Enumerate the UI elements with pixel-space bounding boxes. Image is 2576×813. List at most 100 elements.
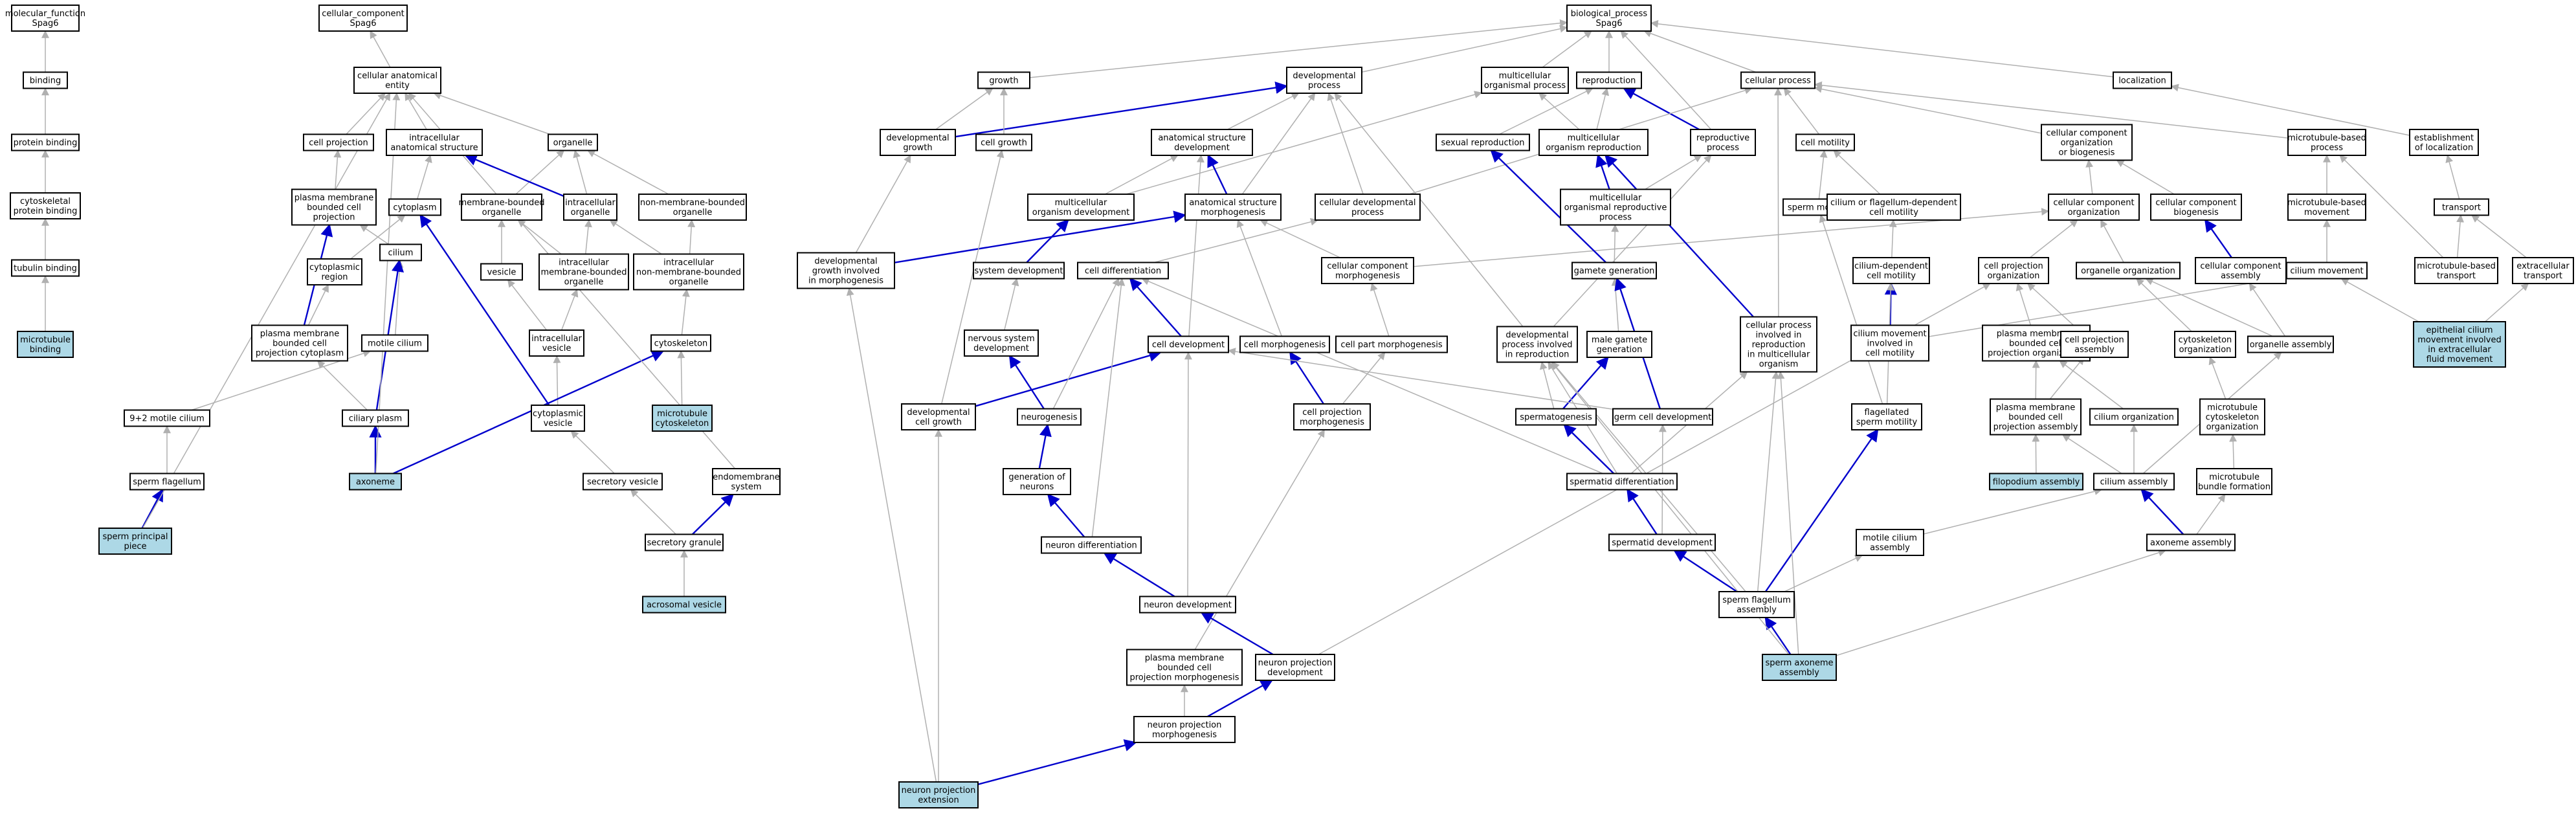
go-term-node-nine2[interactable]: 9+2 motile cilium: [124, 409, 210, 427]
go-term-node-growth[interactable]: growth: [977, 71, 1030, 89]
go-term-node-sperm-flag[interactable]: sperm flagellum: [129, 473, 205, 491]
go-term-node-cytoskeleton[interactable]: cytoskeleton: [650, 334, 711, 352]
go-term-node-sexual-repro[interactable]: sexual reproduction: [1436, 133, 1530, 151]
go-term-node-filopodium[interactable]: filopodium assembly: [1989, 473, 2083, 491]
go-term-node-secretory-vesicle[interactable]: secretory vesicle: [583, 473, 663, 491]
go-term-node-spermatid-dev[interactable]: spermatid development: [1608, 533, 1716, 551]
go-term-node-neuron-diff[interactable]: neuron differentiation: [1041, 536, 1142, 554]
go-term-node-gamete-gen[interactable]: gamete generation: [1571, 262, 1657, 280]
go-term-node-localization[interactable]: localization: [2113, 71, 2172, 89]
go-term-node-org-org[interactable]: organelle organization: [2076, 262, 2181, 280]
go-term-node-neurogenesis[interactable]: neurogenesis: [1017, 408, 1082, 426]
go-term-node-axoneme-assembly[interactable]: axoneme assembly: [2146, 533, 2236, 551]
go-term-node-tubulin-binding[interactable]: tubulin binding: [11, 259, 80, 277]
go-term-node-cell-morph[interactable]: cell morphogenesis: [1239, 335, 1330, 353]
go-term-node-reproduction[interactable]: reproduction: [1576, 71, 1642, 89]
go-term-node-cell-motility[interactable]: cell motility: [1795, 133, 1855, 151]
go-term-node-cytoplasm[interactable]: cytoplasm: [388, 198, 441, 216]
go-term-node-cpm[interactable]: cell part morphogenesis: [1335, 335, 1448, 353]
go-term-node-spermatid-diff[interactable]: spermatid differentiation: [1566, 473, 1678, 491]
go-term-node-acrosomal[interactable]: acrosomal vesicle: [642, 596, 726, 614]
go-term-node-gcd[interactable]: germ cell development: [1612, 408, 1713, 426]
go-term-node-cilium-assembly[interactable]: cilium assembly: [2093, 473, 2175, 491]
go-term-node-vesicle[interactable]: vesicle: [480, 263, 523, 281]
go-term-node-ciliary-plasm[interactable]: ciliary plasm: [342, 409, 409, 427]
go-term-node-organelle[interactable]: organelle: [548, 133, 598, 151]
go-term-node-cilium[interactable]: cilium: [379, 243, 422, 262]
go-term-node-inmbo[interactable]: intracellularnon-membrane-boundedorganel…: [633, 253, 744, 291]
go-term-node-cellular-process[interactable]: cellular process: [1740, 71, 1815, 89]
go-term-node-cell-projection[interactable]: cell projection: [303, 133, 374, 151]
go-term-node-sys-dev[interactable]: system development: [973, 262, 1065, 280]
go-term-node-spermatogenesis[interactable]: spermatogenesis: [1515, 408, 1597, 426]
go-term-node-cell-dev[interactable]: cell development: [1148, 335, 1229, 353]
go-term-node-cilium-org[interactable]: cilium organization: [2089, 408, 2179, 426]
go-term-node-secretory-granule[interactable]: secretory granule: [645, 533, 724, 551]
go-term-node-org-assembly[interactable]: organelle assembly: [2247, 335, 2334, 353]
go-term-node-protein-binding[interactable]: protein binding: [11, 133, 80, 151]
go-term-node-transport[interactable]: transport: [2434, 198, 2489, 216]
go-term-node-motile-cilium[interactable]: motile cilium: [361, 334, 428, 352]
go-term-node-neuron-dev[interactable]: neuron development: [1139, 596, 1236, 614]
